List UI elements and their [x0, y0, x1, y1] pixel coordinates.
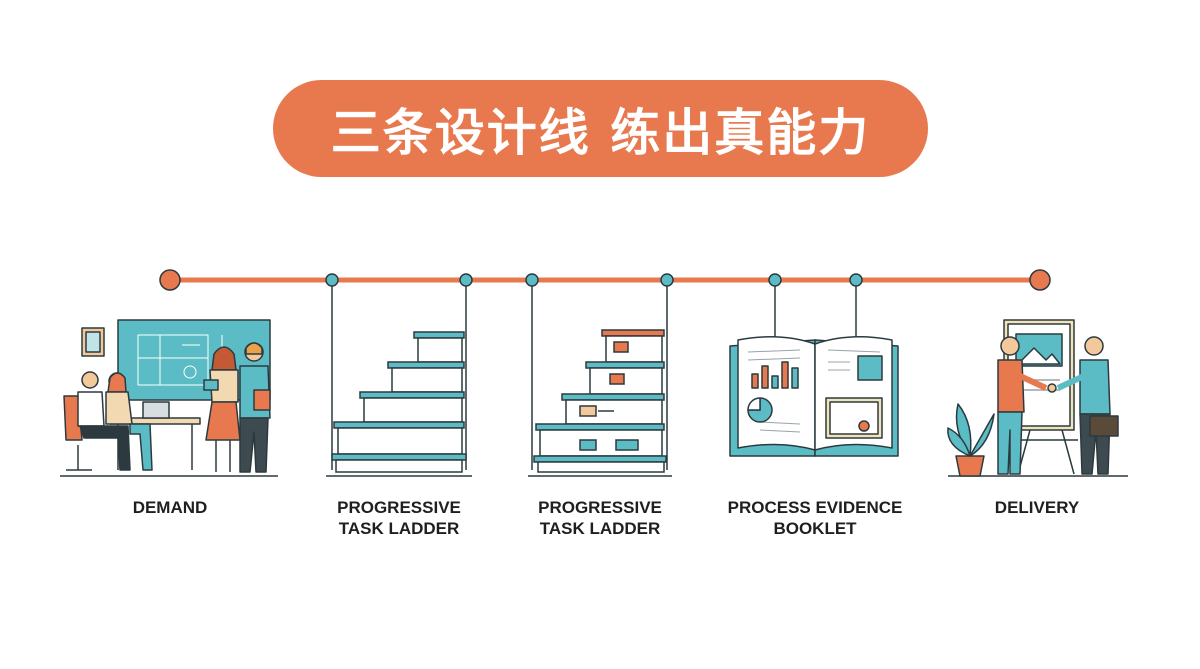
handshake-delivery-icon	[947, 319, 1119, 477]
timeline-node	[525, 273, 539, 287]
task-shelf-ladder-icon	[533, 329, 667, 473]
design-meeting-icon	[63, 319, 271, 473]
stage-label-task-ladder-2: PROGRESSIVE TASK LADDER	[538, 498, 662, 538]
timeline-node	[768, 273, 782, 287]
page-title: 三条设计线 练出真能力	[330, 103, 871, 162]
stage-label-task-ladder-1: PROGRESSIVE TASK LADDER	[337, 498, 461, 538]
timeline-end-node	[1029, 269, 1051, 291]
stage-label-delivery: DELIVERY	[994, 498, 1080, 517]
open-booklet-icon	[729, 336, 899, 457]
timeline-node	[459, 273, 473, 287]
stage-label-evidence-booklet: PROCESS EVIDENCE BOOKLET	[727, 498, 903, 538]
timeline-node	[849, 273, 863, 287]
timeline	[159, 269, 1051, 470]
timeline-node	[325, 273, 339, 287]
title-banner: 三条设计线 练出真能力	[273, 80, 928, 177]
timeline-node	[660, 273, 674, 287]
timeline-start-node	[159, 269, 181, 291]
stage-label-demand: DEMAND	[132, 498, 208, 517]
staircase-icon	[331, 331, 467, 473]
